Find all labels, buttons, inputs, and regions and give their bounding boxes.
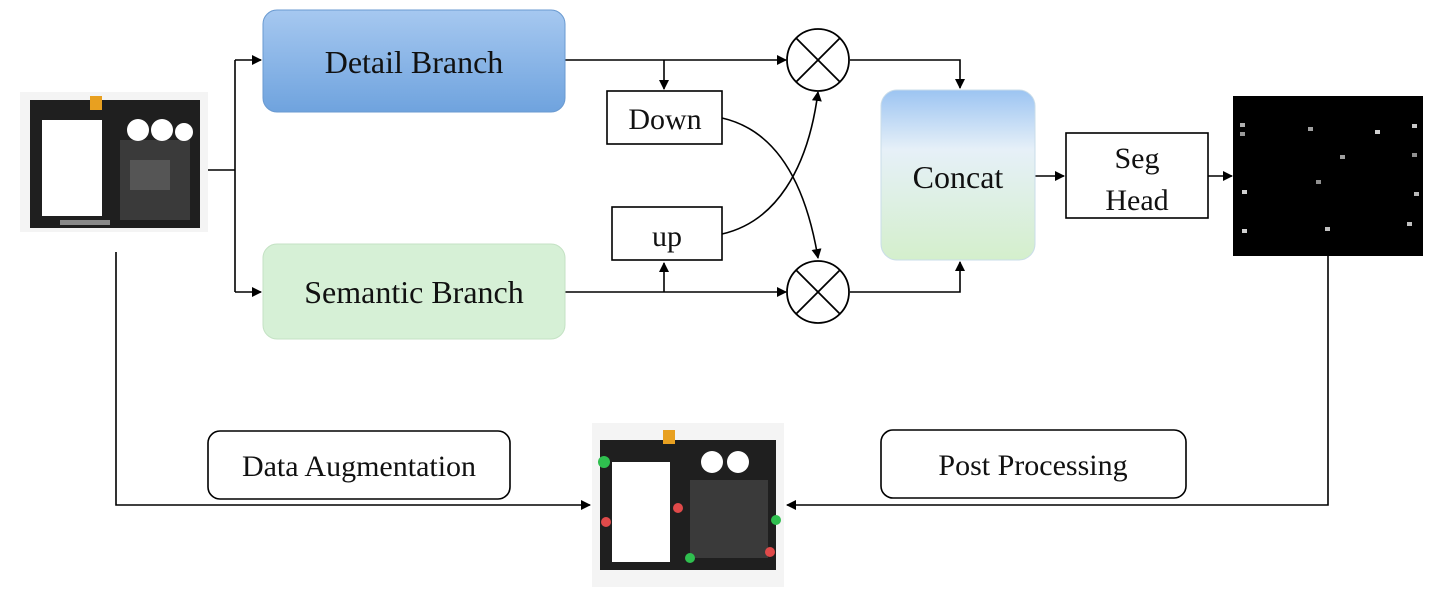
seg-head-label-line1: Seg [1115,142,1160,175]
post-processing-label: Post Processing [938,449,1127,482]
up-label: up [652,220,682,253]
down-label: Down [628,103,701,136]
semantic-branch-node: Semantic Branch [262,243,566,340]
down-node: Down [606,90,723,145]
connectors [115,55,1329,510]
detail-branch-node: Detail Branch [262,9,566,113]
up-node: up [611,206,723,261]
seg-head-node: Seg Head [1065,132,1209,219]
seg-head-label-line2: Head [1105,184,1168,217]
concat-node: Concat [880,89,1036,261]
post-processing-node: Post Processing [880,429,1187,499]
multiply-operator-bottom [786,260,850,324]
segmentation-mask [1233,96,1423,256]
concat-label: Concat [913,159,1004,195]
detail-branch-label: Detail Branch [325,44,504,80]
input-pcb-image [20,92,208,232]
data-augmentation-node: Data Augmentation [207,430,511,500]
data-augmentation-label: Data Augmentation [242,450,476,483]
output-pcb-image [592,423,784,587]
multiply-operator-top [786,28,850,92]
semantic-branch-label: Semantic Branch [304,274,523,310]
